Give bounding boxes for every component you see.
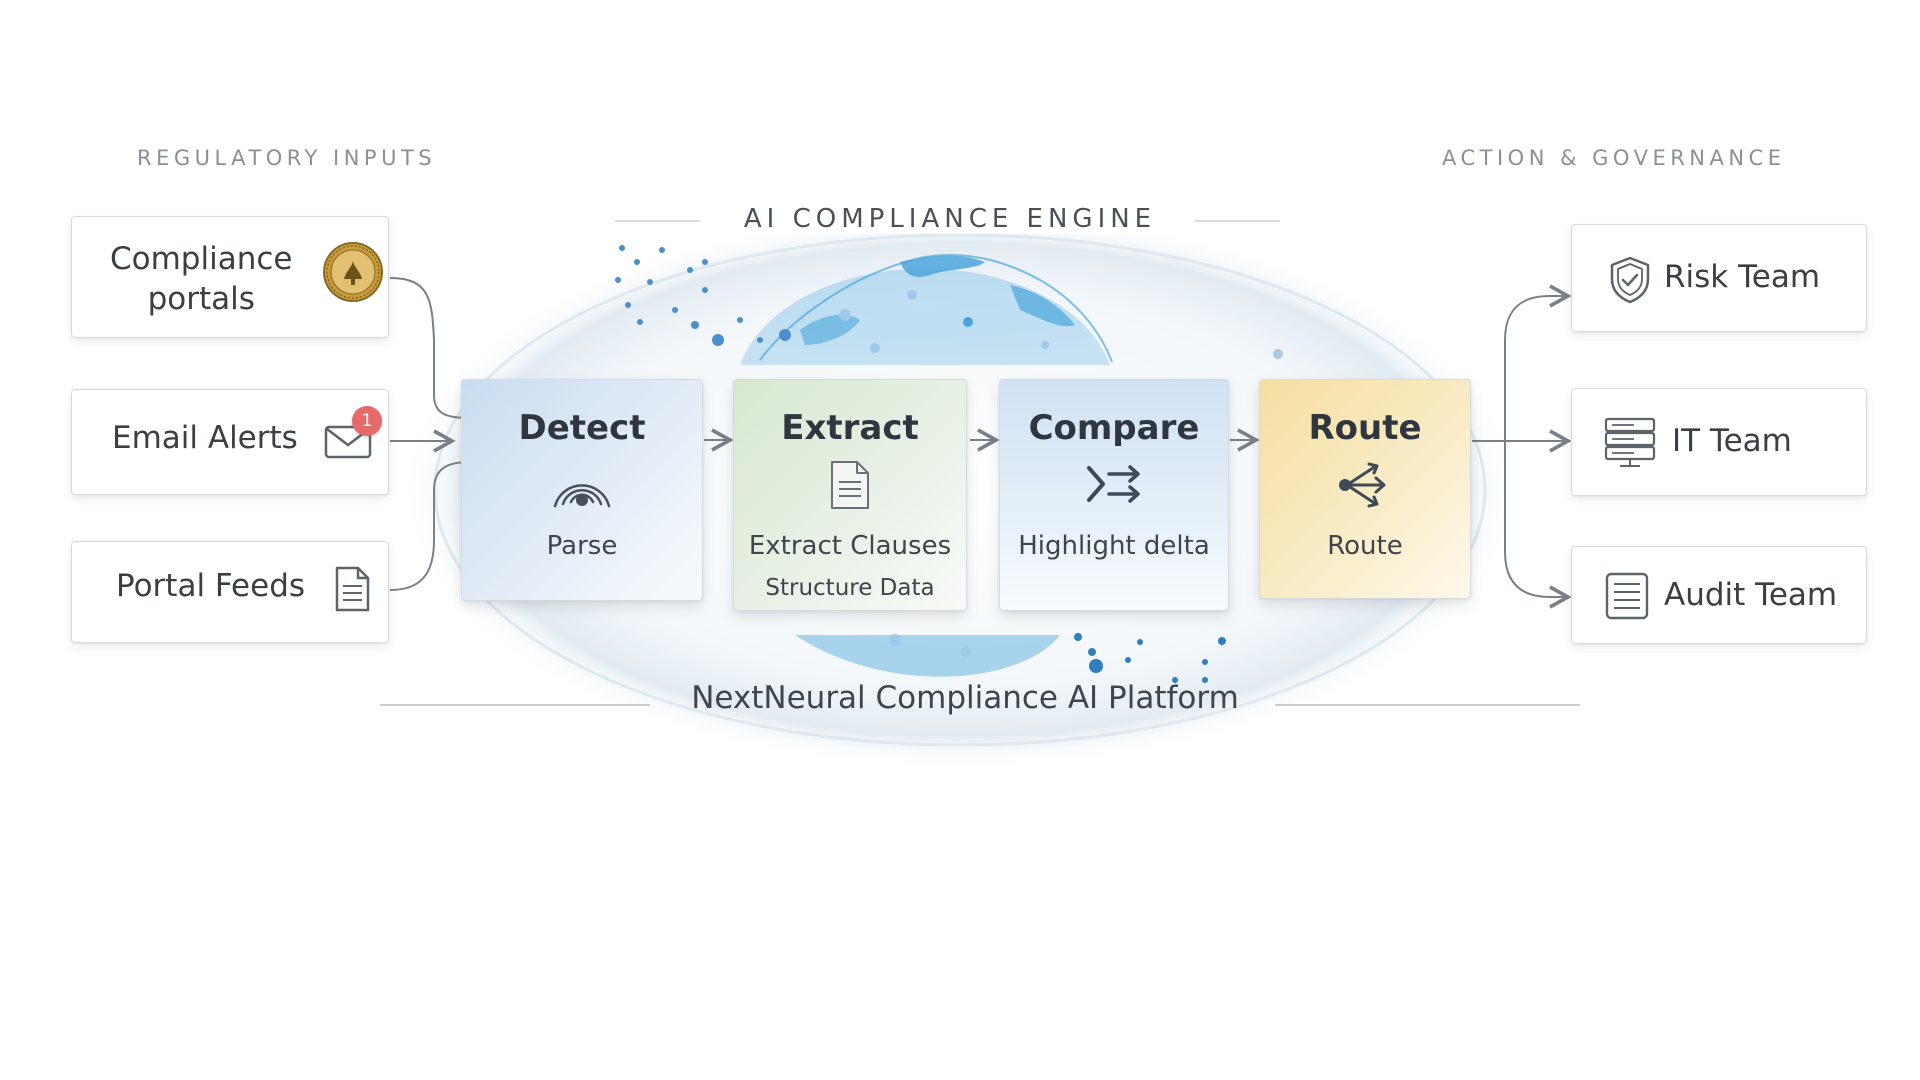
input-card-portal-feeds[interactable]: Portal Feeds [71,541,389,643]
output-connectors [1472,284,1572,609]
regulatory-inputs-label: REGULATORY INPUTS [137,146,437,170]
shield-check-icon [1608,255,1652,305]
platform-title: NextNeural Compliance AI Platform [691,680,1239,716]
share-route-icon [1336,460,1394,510]
globe-bottom [795,633,1226,683]
output-card-label: Risk Team [1664,259,1821,295]
stage-route[interactable]: Route Route [1259,379,1471,599]
globe-top [740,253,1113,365]
label-line-1: Compliance [110,241,293,277]
stage-title: Compare [1028,408,1200,448]
stage-extract[interactable]: Extract Extract Clauses Structure Data [733,379,967,611]
stage-compare[interactable]: Compare Highlight delta [999,379,1229,611]
signal-broadcast-icon [547,462,617,514]
stage-subtitle: Extract Clauses [748,531,952,561]
label-line-2: portals [147,281,255,317]
input-card-label: Compliance portals [110,239,292,319]
document-icon [829,460,871,510]
stage-subtitle-secondary: Structure Data [765,575,935,601]
input-card-label: Portal Feeds [116,568,306,604]
server-rack-icon [1604,417,1656,469]
input-card-label: Email Alerts [112,420,298,456]
input-card-email-alerts[interactable]: Email Alerts 1 [71,389,389,495]
stage-title: Detect [518,408,646,448]
output-card-audit-team[interactable]: Audit Team [1571,546,1867,644]
stage-detect[interactable]: Detect Parse [461,379,703,601]
notification-badge: 1 [352,406,382,436]
stage-subtitle: Route [1327,531,1403,561]
output-card-label: Audit Team [1664,577,1838,613]
output-card-label: IT Team [1672,423,1792,459]
stage-subtitle: Highlight delta [1018,531,1210,561]
output-card-it-team[interactable]: IT Team [1571,388,1867,496]
stage-subtitle: Parse [546,531,618,561]
input-card-compliance-portals[interactable]: Compliance portals [71,216,389,338]
stage-title: Extract [781,408,919,448]
compare-arrows-icon [1083,460,1145,508]
regulator-seal-icon [322,241,384,303]
input-connectors [389,277,471,591]
particle-dots [615,245,1283,359]
action-governance-label: ACTION & GOVERNANCE [1442,146,1786,170]
stage-title: Route [1308,408,1422,448]
output-card-risk-team[interactable]: Risk Team [1571,224,1867,332]
engine-title: AI COMPLIANCE ENGINE [720,204,1180,234]
document-icon [334,566,370,612]
ledger-document-icon [1604,571,1650,621]
